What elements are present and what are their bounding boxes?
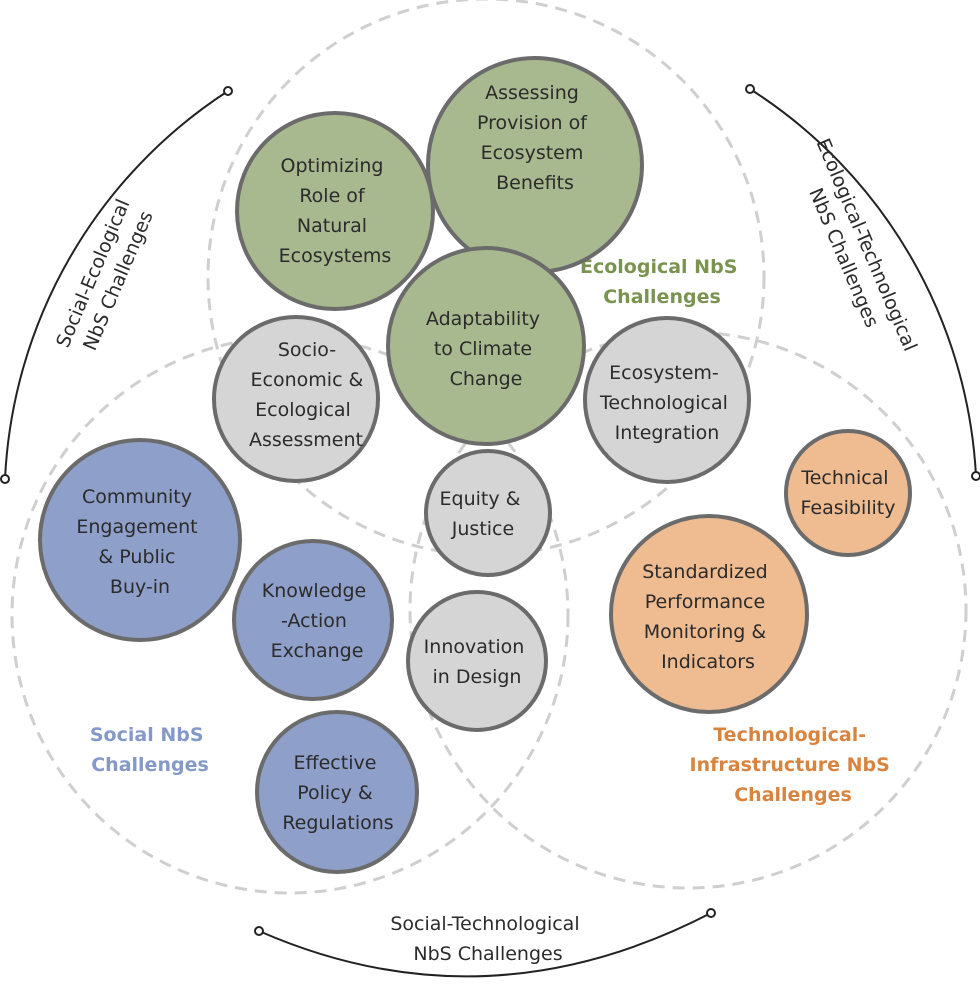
node-socio-economic: Socio- Economic & Ecological Assessment xyxy=(212,315,380,483)
node-adaptability-climate: Adaptability to Climate Change xyxy=(386,246,586,446)
node-technical-feasibility: Technical Feasibility xyxy=(784,429,912,557)
node-equity-justice-label: Equity & Justice xyxy=(440,488,527,540)
node-knowledge-action-label: Knowledge -Action Exchange xyxy=(262,580,373,662)
node-standardized-performance: Standardized Performance Monitoring & In… xyxy=(609,514,809,714)
node-innovation-design-label: Innovation in Design xyxy=(424,636,531,688)
social-ecological-arc xyxy=(4,90,229,480)
social-technological-arc xyxy=(258,912,712,978)
node-assessing-provision: Assessing Provision of Ecosystem Benefit… xyxy=(426,56,644,274)
social-ecological-arc-start-dot xyxy=(223,86,233,96)
region-labels: Ecological NbS Challenges Social NbS Cha… xyxy=(90,256,897,806)
node-optimizing-role-circle xyxy=(235,111,435,311)
ecological-region-label: Ecological NbS Challenges xyxy=(580,256,744,308)
node-knowledge-action-circle xyxy=(232,539,394,701)
social-ecological-arc-end-dot xyxy=(0,474,10,484)
node-effective-policy: Effective Policy & Regulations xyxy=(255,710,419,874)
node-community-engagement: Community Engagement & Public Buy-in xyxy=(38,438,242,642)
node-effective-policy-label: Effective Policy & Regulations xyxy=(282,752,393,834)
technological-region-label: Technological- Infrastructure NbS Challe… xyxy=(690,724,897,806)
node-equity-justice: Equity & Justice xyxy=(424,449,552,577)
social-technological-arc-end-dot xyxy=(706,908,716,918)
ecological-dashed-circle xyxy=(206,0,766,557)
node-ecosystem-technological: Ecosystem- Technological Integration xyxy=(583,316,751,484)
ecological-technological-arc xyxy=(749,88,977,477)
ecological-technological-arc-start-dot xyxy=(745,84,755,94)
node-technical-feasibility-label: Technical Feasibility xyxy=(800,467,895,519)
node-standardized-performance-circle xyxy=(609,514,809,714)
node-adaptability-climate-label: Adaptability to Climate Change xyxy=(426,308,546,390)
ecological-technological-arc-label: Ecological-Technological NbS Challenges xyxy=(788,135,924,370)
node-assessing-provision-label: Assessing Provision of Ecosystem Benefit… xyxy=(477,82,593,194)
node-innovation-design-circle xyxy=(406,590,548,732)
node-optimizing-role-label: Optimizing Role of Natural Ecosystems xyxy=(279,155,392,267)
social-technological-arc-label: Social-Technological NbS Challenges xyxy=(390,913,585,965)
social-region-label: Social NbS Challenges xyxy=(90,724,210,776)
ecological-technological-arc-end-dot xyxy=(971,471,980,481)
node-community-engagement-circle xyxy=(38,438,242,642)
node-optimizing-role: Optimizing Role of Natural Ecosystems xyxy=(235,111,435,311)
social-ecological-arc-label: Social-Ecological NbS Challenges xyxy=(52,190,161,361)
outer-arcs xyxy=(0,84,980,978)
node-adaptability-climate-circle xyxy=(386,246,586,446)
node-standardized-performance-label: Standardized Performance Monitoring & In… xyxy=(642,561,774,673)
node-community-engagement-label: Community Engagement & Public Buy-in xyxy=(76,486,203,598)
node-equity-justice-circle xyxy=(424,449,552,577)
node-socio-economic-circle xyxy=(212,315,380,483)
node-ecosystem-technological-label: Ecosystem- Technological Integration xyxy=(599,362,734,444)
node-knowledge-action: Knowledge -Action Exchange xyxy=(232,539,394,701)
node-ecosystem-technological-circle xyxy=(583,316,751,484)
social-technological-arc-start-dot xyxy=(254,926,264,936)
node-innovation-design: Innovation in Design xyxy=(406,590,548,732)
challenge-nodes: Assessing Provision of Ecosystem Benefit… xyxy=(38,56,912,874)
node-socio-economic-label: Socio- Economic & Ecological Assessment xyxy=(249,339,369,451)
node-technical-feasibility-circle xyxy=(784,429,912,557)
node-effective-policy-circle xyxy=(255,710,419,874)
